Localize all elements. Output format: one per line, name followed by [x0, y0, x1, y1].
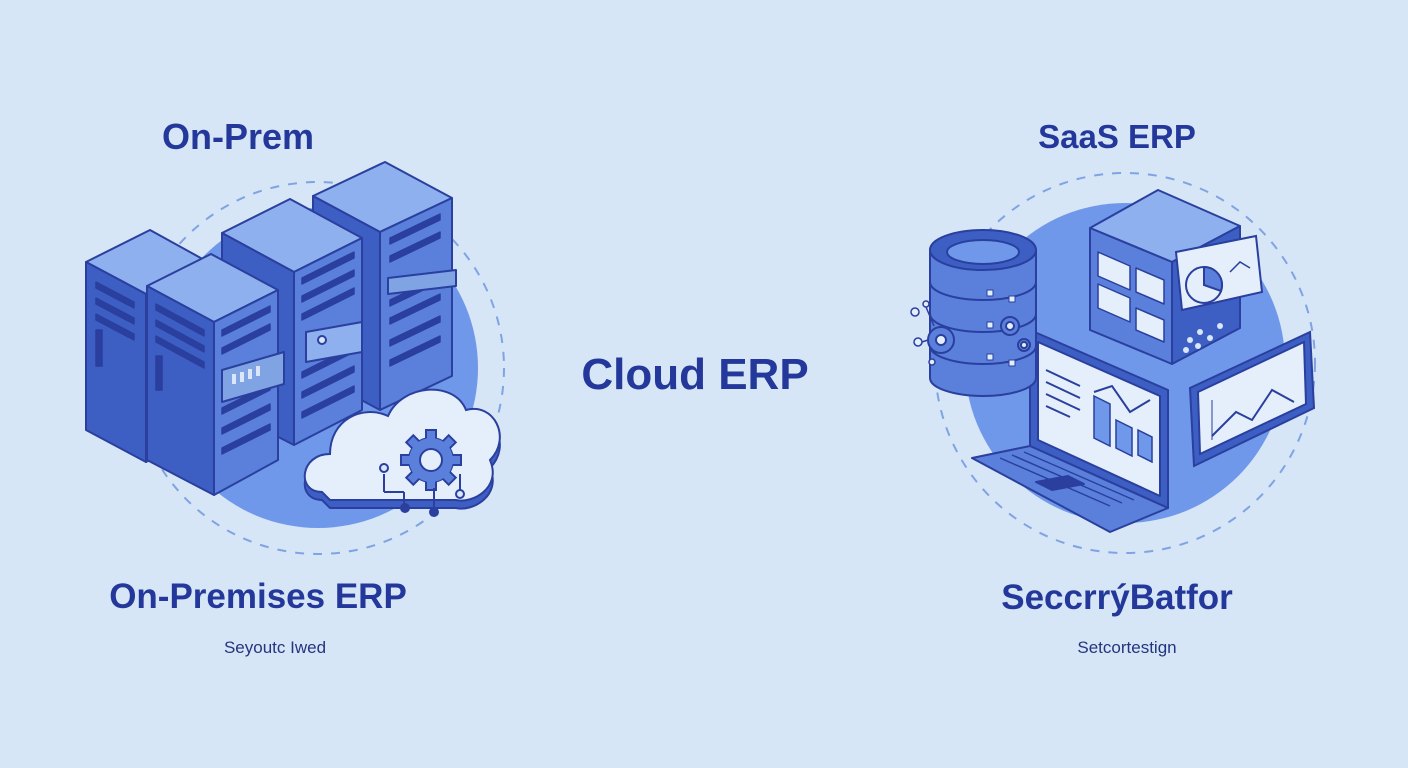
on-premises-erp-label: On-Premises ERP [109, 577, 407, 616]
saas-illustration [910, 172, 1316, 554]
gear-icon [927, 326, 955, 354]
on-prem-heading: On-Prem [161, 116, 315, 157]
gear-icon [400, 429, 462, 491]
gear-icon [1000, 316, 1020, 336]
connector-pins [910, 300, 936, 366]
on-premises-caption: Seyoutc Iwed [223, 638, 327, 657]
pie-chart-icon [1174, 234, 1264, 312]
gear-icon [1017, 338, 1031, 352]
line-chart-icon [1188, 330, 1316, 468]
saas-caption: Setcortestign [1077, 638, 1177, 657]
connector-pins [379, 463, 465, 517]
database-icon [929, 229, 1037, 397]
saas-bottom-label: SeccrrýBatfor [1001, 578, 1233, 617]
on-prem-illustration [85, 161, 505, 555]
saas-erp-heading: SaaS ERP [1038, 118, 1196, 155]
cloud-erp-label: Cloud ERP [581, 350, 809, 399]
server-rack-icon [146, 253, 285, 496]
bar-chart-icon [1045, 369, 1153, 464]
